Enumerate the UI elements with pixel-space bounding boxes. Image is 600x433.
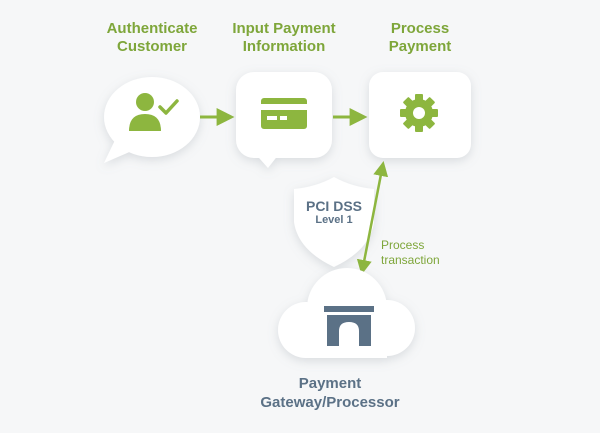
badge-title: PCI DSS (305, 198, 362, 214)
gear-icon (400, 94, 438, 132)
shield-icon (294, 177, 374, 267)
process-transaction-link (356, 161, 389, 275)
step-title-process-payment: Process Payment (388, 20, 452, 55)
process-transaction-label: Process transaction (381, 238, 440, 267)
gateway-title: Payment Gateway/Processor (260, 375, 400, 411)
step-title-input-payment: Input Payment Information (232, 20, 336, 55)
step-title-authenticate: Authenticate Customer (106, 20, 198, 55)
bank-gateway-icon (324, 306, 374, 346)
gateway-cloud (278, 268, 415, 358)
badge-level: Level 1 (315, 214, 353, 226)
credit-card-icon (261, 98, 307, 129)
user-check-icon (129, 93, 179, 131)
